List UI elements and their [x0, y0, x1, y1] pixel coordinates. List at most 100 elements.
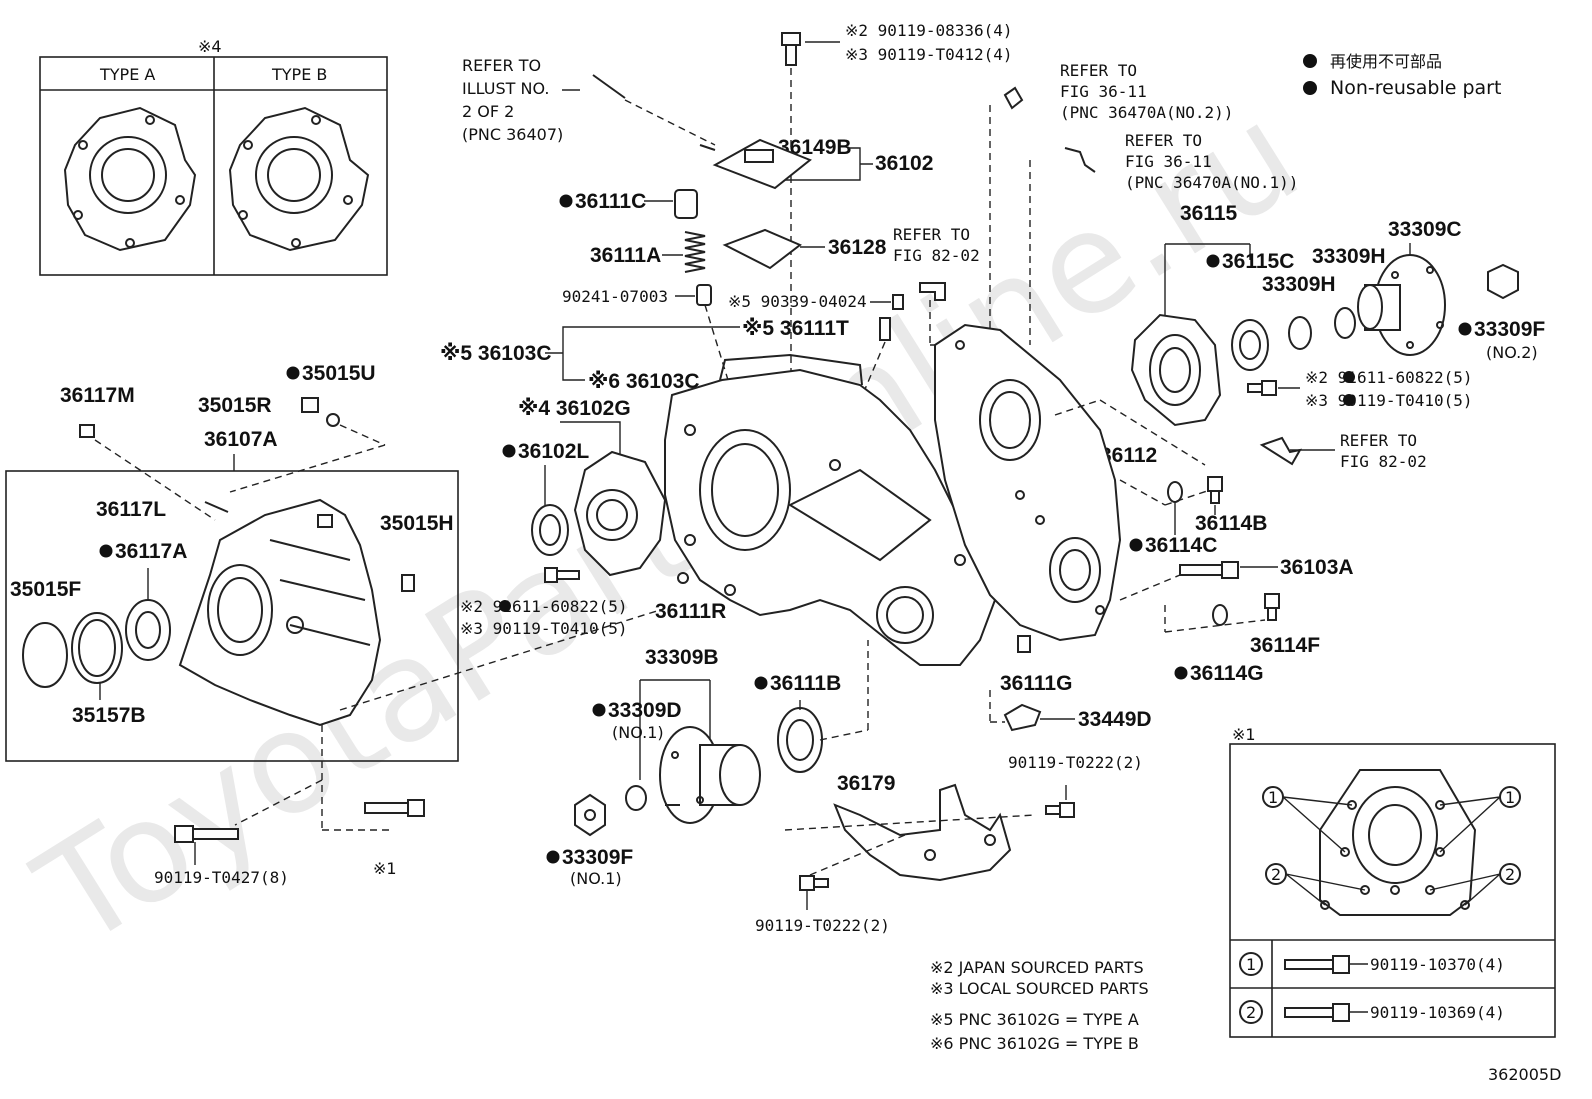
label-35015U: 35015U: [302, 362, 376, 385]
refer-illust-note: REFER TO ILLUST NO. 2 OF 2 (PNC 36407): [462, 56, 580, 144]
refer-fig36-no2-note: REFER TO FIG 36-11 (PNC 36470A(NO.2)): [1060, 61, 1233, 122]
label-36117M: 36117M: [60, 384, 135, 407]
gasket-36128-icon: [722, 228, 802, 270]
pin-90339-icon: [892, 294, 904, 310]
watermark-text: ToyotaPartsOnline.ru: [11, 73, 1326, 979]
adapter-36102G-icon: [573, 450, 667, 577]
washer-33309H-a-icon: [1288, 316, 1312, 350]
label-33309F-right: 33309F: [1474, 318, 1545, 341]
label-36149B: 36149B: [778, 136, 852, 159]
label-33309H-b: 33309H: [1262, 273, 1336, 296]
label-36115C: 36115C: [1222, 250, 1294, 273]
refer-line: FIG 36-11: [1060, 82, 1147, 101]
label-90119-08336: ※2 90119-08336(4): [845, 21, 1013, 40]
transfer-case-36103C-icon: [664, 353, 997, 666]
label-36111A: 36111A: [590, 244, 661, 267]
label-90119-T0410-left: ※3 90119-T0410(5): [460, 619, 628, 638]
refer-fig82-right-note: REFER TO FIG 82-02: [1340, 431, 1427, 471]
bolt-36103A-icon: [1179, 561, 1239, 579]
label-36111R: 36111R: [655, 600, 726, 623]
row2-part-number: 90119-10369(4): [1370, 1003, 1505, 1022]
label-36103C-6: ※6 36103C: [588, 370, 700, 393]
label-36111B: 36111B: [770, 672, 841, 695]
plug-36111C-icon: [644, 189, 698, 219]
refer-bracket-icon: [919, 282, 946, 301]
pin-36117L-icon: [204, 501, 229, 513]
refer-line: (PNC 36470A(NO.2)): [1060, 103, 1233, 122]
inset-bolts-mark: ※1: [1232, 725, 1256, 744]
bolt-90119-T0222-a-icon: [1045, 802, 1075, 818]
label-36107A: 36107A: [204, 428, 278, 451]
washer-33309D-icon: [625, 785, 647, 811]
pin-36111G-icon: [1017, 635, 1031, 653]
non-reusable-dot-icon: [1303, 54, 1317, 68]
nut-33309F-bottom-icon: [574, 793, 606, 837]
label-36111T: ※5 36111T: [742, 317, 849, 340]
type-a-housing-icon: [63, 106, 197, 252]
flange-33309C-icon: [1357, 243, 1446, 356]
refer-line: 2 OF 2: [462, 102, 514, 121]
label-36114C: 36114C: [1145, 534, 1217, 557]
refer-line: REFER TO: [893, 225, 970, 244]
footnotes: ※2 JAPAN SOURCED PARTS ※3 LOCAL SOURCED …: [930, 958, 1149, 1053]
callout-1-left: 1: [1268, 788, 1278, 807]
seal-36102L-icon: [531, 465, 569, 556]
gasket-36114G-icon: [1212, 604, 1228, 626]
label-36114F: 36114F: [1250, 634, 1320, 657]
type-a-label: TYPE A: [99, 65, 155, 84]
bracket-33449D-icon: [1003, 703, 1042, 732]
gasket-36114C-icon: [1167, 481, 1183, 503]
label-90119-T0222-a: 90119-T0222(2): [1008, 753, 1143, 772]
label-33309C: 33309C: [1388, 218, 1462, 241]
bolt-36114F-icon: [1264, 593, 1280, 621]
refer-line: REFER TO: [1125, 131, 1202, 150]
seal-36117A-icon: [125, 568, 171, 661]
label-36114G: 36114G: [1190, 662, 1264, 685]
refer-line: REFER TO: [1060, 61, 1137, 80]
pin-36111T-icon: [879, 317, 891, 341]
seal-36111B-icon: [777, 700, 823, 773]
refer-line: REFER TO: [462, 56, 541, 75]
footnote-line: ※2 JAPAN SOURCED PARTS: [930, 958, 1144, 977]
row1-part-number: 90119-10370(4): [1370, 955, 1505, 974]
cover-36149B-icon: [699, 138, 812, 190]
bolt-x1-icon: [364, 799, 425, 817]
refer-line: (PNC 36470A(NO.1)): [1125, 173, 1298, 192]
label-no1-b: (NO.1): [570, 869, 622, 888]
refer-line: FIG 82-02: [893, 246, 980, 265]
label-33309B: 33309B: [645, 646, 719, 669]
label-36128: 36128: [828, 236, 887, 259]
bolt-90119-T0222-b-icon: [799, 875, 829, 891]
callout-2-right: 2: [1505, 865, 1515, 884]
pin-36117M-icon: [79, 424, 95, 438]
footnote-line: ※5 PNC 36102G = TYPE A: [930, 1010, 1139, 1029]
label-36114B: 36114B: [1195, 512, 1267, 535]
label-33449D: 33449D: [1078, 708, 1152, 731]
label-33309F-bottom: 33309F: [562, 846, 633, 869]
bolt-row2-icon: [1284, 1003, 1350, 1022]
label-91611-60822-left: ※2 91611-60822(5): [460, 597, 628, 616]
label-36103C-5: ※5 36103C: [440, 342, 552, 365]
label-no2: (NO.2): [1486, 343, 1538, 362]
label-35015F: 35015F: [10, 578, 81, 601]
label-91611-60822-right: ※2 91611-60822(5): [1305, 368, 1473, 387]
refer-fig36-no1-note: REFER TO FIG 36-11 (PNC 36470A(NO.1)): [1125, 131, 1298, 192]
housing-group-box: [5, 470, 459, 762]
label-36117L: 36117L: [96, 498, 166, 521]
inset-type-mark: ※4: [198, 37, 222, 56]
callout-2-left: 2: [1271, 865, 1281, 884]
washer-33309H-b-icon: [1334, 307, 1356, 339]
bolt-35015R-icon: [301, 397, 319, 413]
bolt-row1-icon: [1284, 955, 1350, 974]
pin-35015H-icon: [401, 574, 415, 592]
footnote-line: ※3 LOCAL SOURCED PARTS: [930, 979, 1149, 998]
washer-35015U-icon: [326, 413, 340, 427]
label-35015R: 35015R: [198, 394, 272, 417]
inset-type-box: ※4 TYPE A TYPE B: [39, 37, 388, 276]
bolt-top-icon: [781, 32, 801, 66]
callout-1-right: 1: [1505, 788, 1515, 807]
label-36117A: 36117A: [115, 540, 187, 563]
rear-case-outline-icon: [1319, 769, 1477, 916]
label-35015H: 35015H: [380, 512, 454, 535]
row1-callout: 1: [1246, 955, 1256, 974]
